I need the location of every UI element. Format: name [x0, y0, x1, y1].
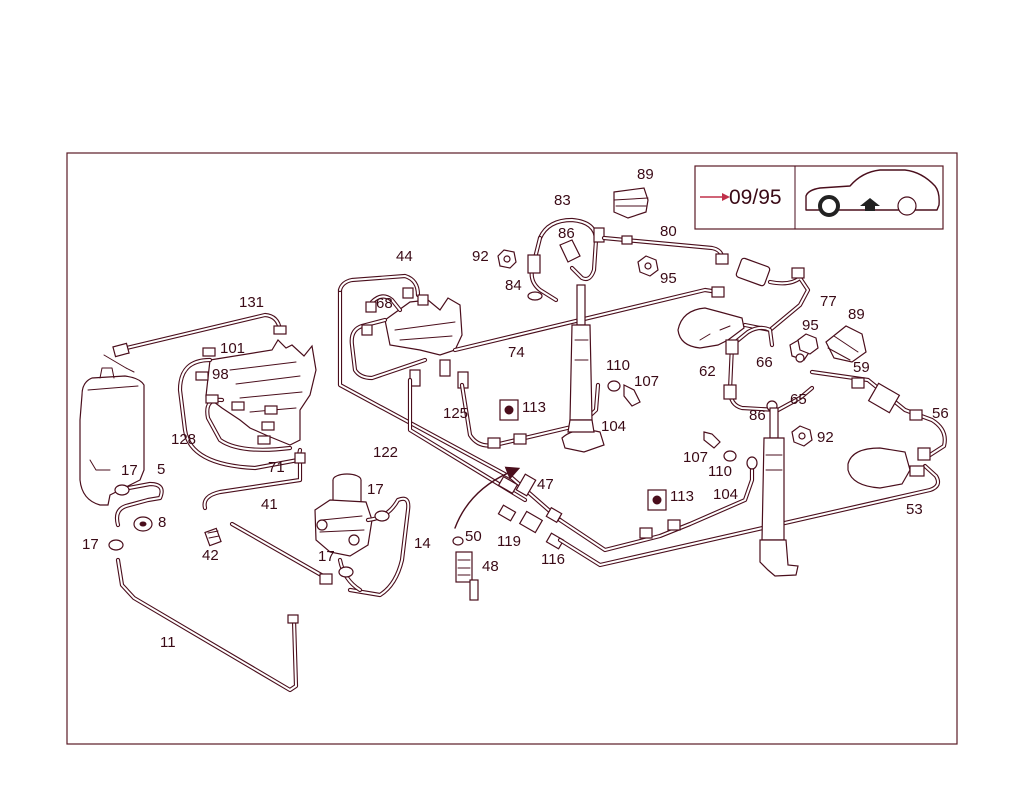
rear-tank — [847, 447, 925, 489]
callout-c83: 83 — [554, 192, 571, 209]
callout-c98: 98 — [212, 366, 229, 383]
valve-block-center — [349, 287, 469, 389]
callout-c110b: 110 — [708, 463, 732, 480]
callout-c119: 119 — [497, 533, 521, 550]
callout-c41: 41 — [261, 496, 278, 513]
callout-c125: 125 — [443, 405, 468, 422]
hydraulic-pump — [314, 473, 411, 598]
callout-c107a: 107 — [634, 373, 659, 390]
callout-c5: 5 — [157, 461, 165, 478]
callout-c80: 80 — [660, 223, 677, 240]
callout-c116: 116 — [541, 551, 565, 568]
line-clamp-113 — [499, 399, 519, 421]
callout-c62: 62 — [699, 363, 716, 380]
valve-block-left — [177, 325, 317, 471]
pressure-switch — [452, 536, 479, 601]
hose-clamp — [114, 484, 130, 496]
callout-c47: 47 — [537, 476, 554, 493]
callout-c8: 8 — [158, 514, 166, 531]
dust-boot-89 — [613, 187, 649, 219]
callout-c50: 50 — [465, 528, 482, 545]
bolt-107 — [623, 384, 641, 407]
car-rear-axle-icon — [805, 169, 940, 217]
bolt-42 — [204, 527, 222, 547]
callout-c107b: 107 — [683, 449, 708, 466]
callout-c89a: 89 — [637, 166, 654, 183]
fluid-reservoir — [79, 354, 145, 506]
callout-c68: 68 — [376, 295, 393, 312]
callout-c66: 66 — [756, 354, 773, 371]
validity-date: 09/95 — [729, 186, 782, 209]
callout-c128: 128 — [171, 431, 196, 448]
callout-c59: 59 — [853, 359, 870, 376]
bolt-107-right — [703, 431, 721, 449]
nut-95-right — [797, 333, 819, 355]
callout-c131: 131 — [239, 294, 264, 311]
strut-right — [759, 407, 799, 577]
callout-c86b: 86 — [749, 407, 766, 424]
accumulator-77 — [735, 257, 811, 333]
strut-left — [561, 284, 605, 453]
callout-c95b: 95 — [802, 317, 819, 334]
callout-c14: 14 — [414, 535, 431, 552]
callout-c44: 44 — [396, 248, 413, 265]
callout-c104a: 104 — [601, 418, 626, 435]
callout-c113b: 113 — [670, 488, 694, 505]
callout-c89b: 89 — [848, 306, 865, 323]
callout-c65: 65 — [790, 391, 807, 408]
callout-c17d: 17 — [318, 548, 335, 565]
dust-boot-89-right — [825, 325, 867, 363]
callout-c92b: 92 — [817, 429, 834, 446]
callout-c122: 122 — [373, 444, 398, 461]
callout-c11: 11 — [160, 634, 176, 651]
callout-c17c: 17 — [367, 481, 384, 498]
callout-c17a: 17 — [121, 462, 138, 479]
callout-c71: 71 — [268, 459, 285, 476]
validity-inset: 09/95 — [694, 165, 944, 230]
hose-clamp — [108, 539, 124, 551]
callout-c48: 48 — [482, 558, 499, 575]
line-clamp-113-right — [647, 489, 667, 511]
callout-c42: 42 — [202, 547, 219, 564]
callout-c56: 56 — [932, 405, 949, 422]
pressure-tank — [677, 307, 745, 349]
callout-c53: 53 — [906, 501, 923, 518]
callout-c86a: 86 — [558, 225, 575, 242]
callout-c84: 84 — [505, 277, 522, 294]
callout-c74: 74 — [508, 344, 525, 361]
callout-c92a: 92 — [472, 248, 489, 265]
callout-c110a: 110 — [606, 357, 630, 374]
nut-95 — [637, 255, 659, 277]
callout-c101: 101 — [220, 340, 245, 357]
callout-c17b: 17 — [82, 536, 99, 553]
diagram-frame — [66, 152, 958, 745]
nut-92 — [497, 249, 517, 269]
callout-c95a: 95 — [660, 270, 677, 287]
callout-c77: 77 — [820, 293, 837, 310]
callout-c104b: 104 — [713, 486, 738, 503]
callout-c113a: 113 — [522, 399, 546, 416]
